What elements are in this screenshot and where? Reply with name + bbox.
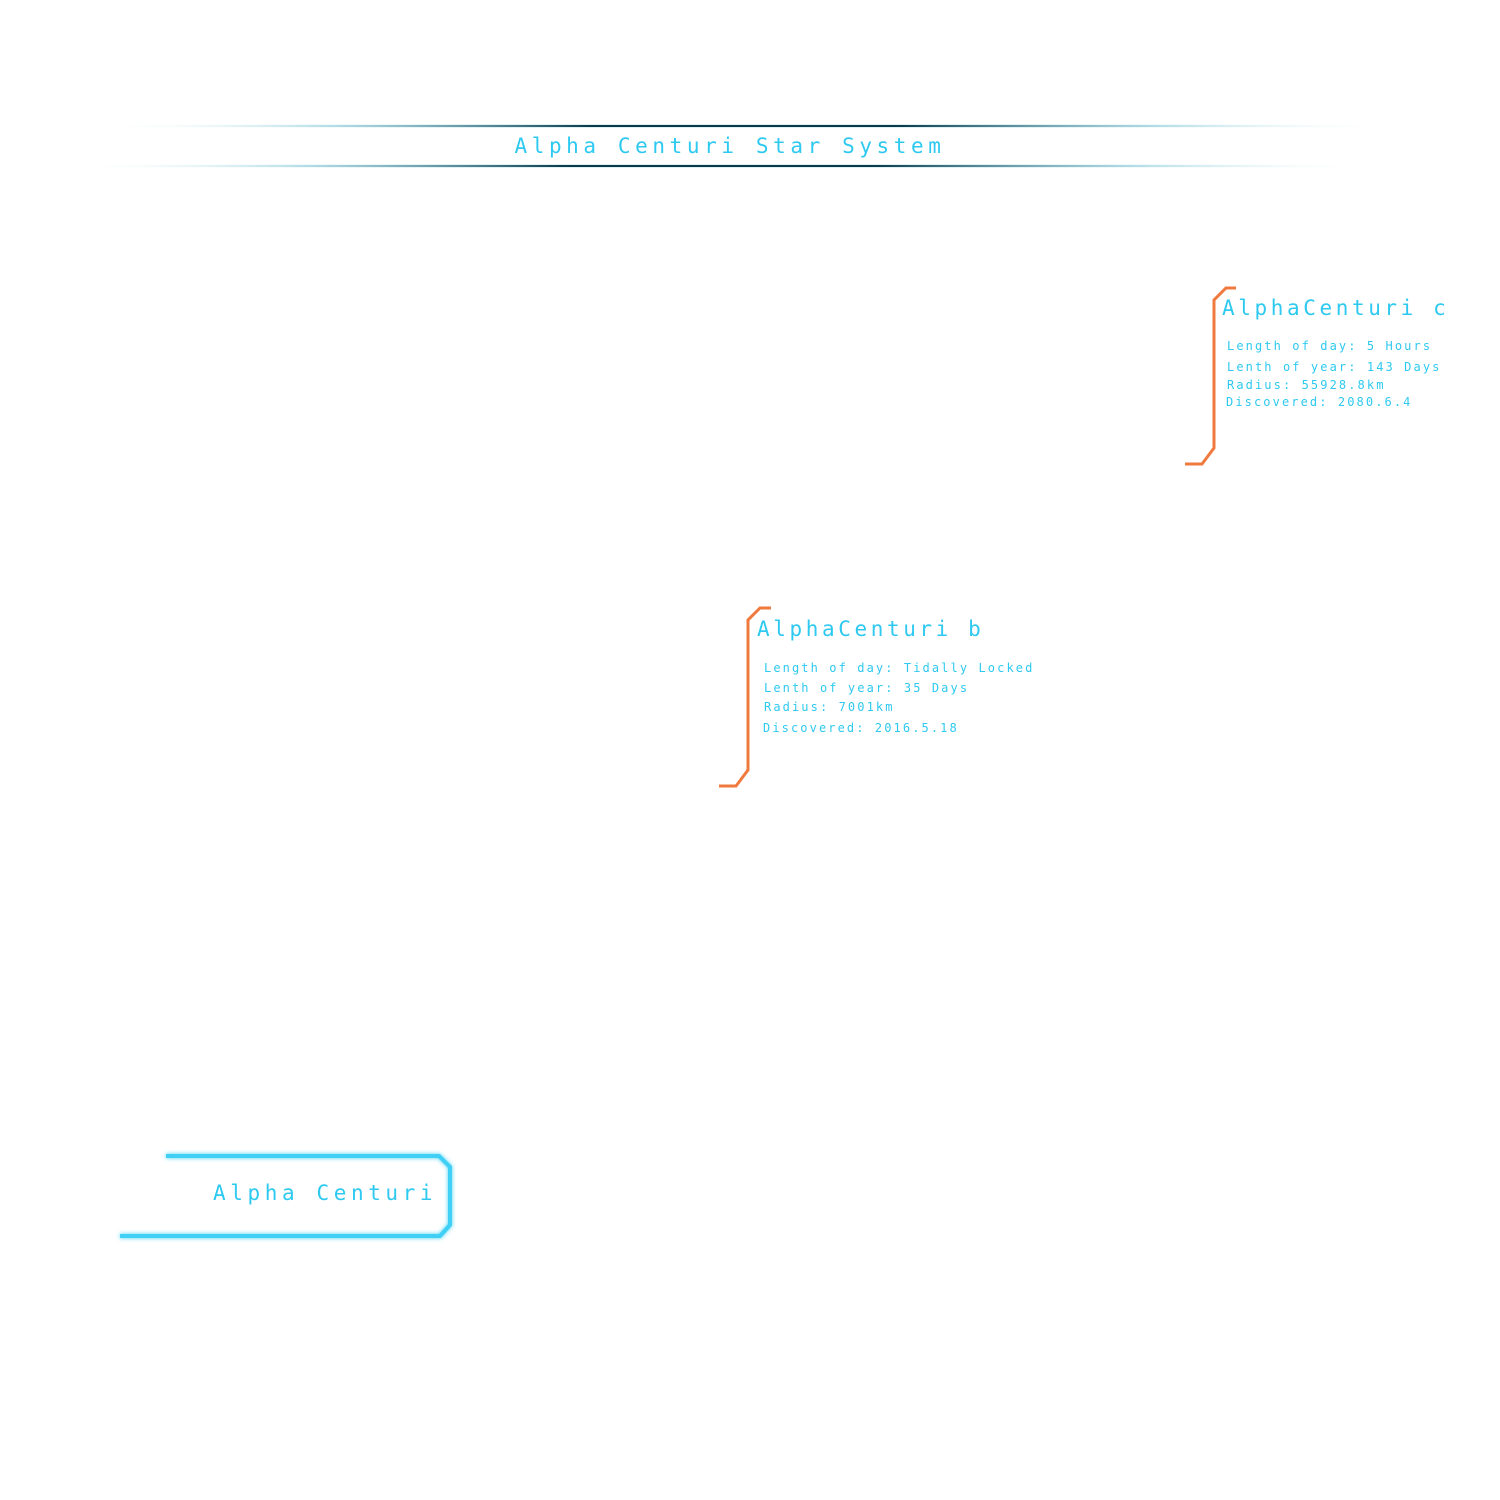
banner-top-line [100, 125, 1390, 127]
stat-length-of-year: Lenth of year: 143 Days [1227, 360, 1442, 374]
title-banner-frame [70, 124, 1390, 168]
page-title: Alpha Centuri Star System [514, 134, 946, 158]
star-label-button[interactable]: Alpha Centuri [112, 1148, 460, 1244]
stat-length-of-day: Length of day: 5 Hours [1227, 339, 1433, 353]
bracket-frame-icon [1185, 286, 1236, 466]
stat-radius: Radius: 55928.8km [1227, 378, 1386, 392]
bracket-frame-icon [719, 606, 771, 788]
banner-bottom-line [70, 165, 1370, 167]
stat-length-of-year: Lenth of year: 35 Days [764, 681, 970, 695]
title-banner: Alpha Centuri Star System [60, 118, 1400, 176]
planet-info-panel-c[interactable]: AlphaCenturi c Length of day: 5 Hours Le… [1180, 282, 1480, 472]
stat-discovered: Discovered: 2016.5.18 [763, 721, 959, 735]
stat-length-of-day: Length of day: Tidally Locked [764, 661, 1035, 675]
star-name: Alpha Centuri [213, 1181, 438, 1205]
planet-name: AlphaCenturi b [757, 617, 985, 641]
star-label-frame-icon [120, 1154, 452, 1238]
planet-info-panel-b[interactable]: AlphaCenturi b Length of day: Tidally Lo… [714, 602, 1034, 792]
stat-radius: Radius: 7001km [764, 700, 895, 714]
stat-discovered: Discovered: 2080.6.4 [1226, 395, 1413, 409]
planet-name: AlphaCenturi c [1222, 296, 1450, 320]
